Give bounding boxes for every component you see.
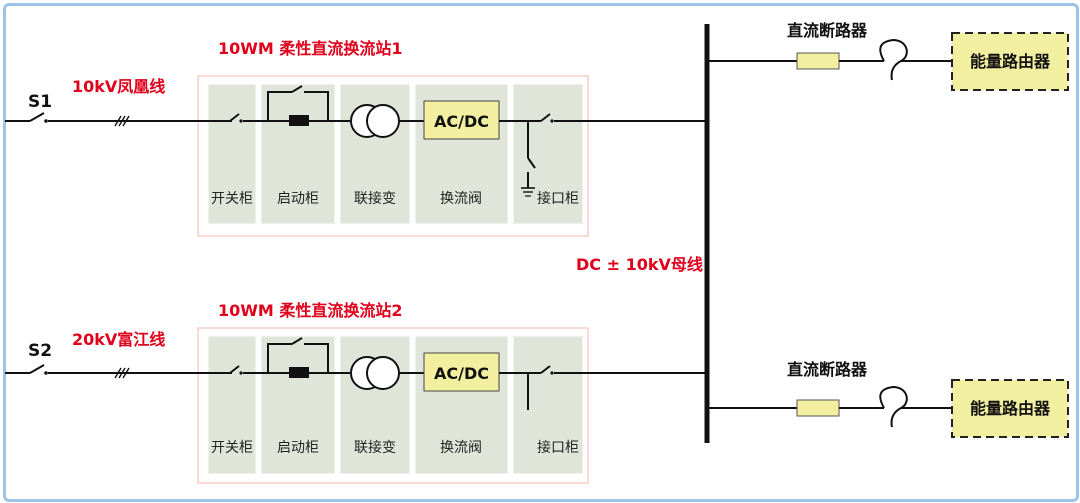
startup-resistor-1-icon [267, 85, 329, 126]
line-1-label: 10kV凤凰线 [72, 77, 165, 96]
interface-cabinet-1 [512, 83, 584, 225]
breaker-1-label: 直流断路器 [787, 21, 868, 40]
line-2-label: 20kV富江线 [72, 330, 165, 349]
station-1: 10WM 柔性直流换流站1 S1 10kV凤凰线 [5, 39, 706, 237]
interface-switch-1-icon [540, 113, 551, 122]
three-phase-mark-icon [114, 367, 130, 379]
switch-cabinet-1 [207, 83, 257, 225]
transformer-cabinet-1-label: 联接变 [354, 190, 396, 207]
converter-1-label: AC/DC [434, 112, 489, 131]
three-phase-mark-icon [114, 115, 130, 127]
router-1-label: 能量路由器 [970, 52, 1051, 71]
inductor-1-icon [879, 38, 908, 81]
startup-cabinet-2-label: 启动柜 [277, 440, 319, 456]
breaker-2-label: 直流断路器 [787, 360, 868, 379]
converter-2-label: AC/DC [434, 364, 489, 383]
transformer-2-icon [350, 356, 400, 390]
source-1-label: S1 [28, 92, 52, 112]
interface-cabinet-2-label: 接口柜 [537, 439, 579, 456]
transformer-cabinet-2-label: 联接变 [354, 439, 396, 456]
cabinet-switch-2-icon [229, 365, 240, 374]
output-1: 直流断路器 能量路由器 [707, 21, 1069, 91]
station-1-outline [197, 75, 589, 237]
source-2-label: S2 [28, 341, 52, 361]
source-switch-1-icon [29, 112, 45, 122]
startup-cabinet-2 [260, 335, 336, 475]
station-2-title: 10WM 柔性直流换流站2 [218, 301, 403, 320]
router-2 [951, 379, 1069, 438]
interface-switch-2-icon [540, 365, 551, 374]
startup-cabinet-1-label: 启动柜 [277, 191, 319, 207]
inductor-2-icon [879, 385, 908, 428]
startup-resistor-2-icon [267, 337, 329, 378]
breaker-1-icon [796, 52, 840, 70]
station-1-title: 10WM 柔性直流换流站1 [218, 39, 403, 58]
valve-cabinet-2-label: 换流阀 [440, 439, 482, 456]
transformer-1-icon [350, 104, 400, 138]
router-1 [951, 32, 1069, 91]
station-2: 10WM 柔性直流换流站2 S2 20kV富江线 [5, 301, 706, 484]
startup-cabinet-1 [260, 83, 336, 225]
dc-bus-label: DC ± 10kV母线 [576, 255, 703, 274]
switch-cabinet-1-label: 开关柜 [211, 191, 253, 207]
valve-cabinet-1-label: 换流阀 [440, 190, 482, 207]
interface-cabinet-2 [512, 335, 584, 475]
switch-cabinet-2 [207, 335, 257, 475]
converter-2 [423, 352, 500, 392]
converter-1 [423, 100, 500, 140]
switch-cabinet-2-label: 开关柜 [211, 440, 253, 456]
cabinet-switch-1-icon [229, 113, 240, 122]
source-switch-2-icon [29, 364, 45, 374]
station-2-outline [197, 327, 589, 484]
interface-cabinet-1-label: 接口柜 [537, 190, 579, 207]
output-2: 直流断路器 能量路由器 [707, 360, 1069, 438]
router-2-label: 能量路由器 [970, 399, 1051, 418]
breaker-2-icon [796, 399, 840, 417]
ground-switch-1-icon [521, 121, 536, 197]
